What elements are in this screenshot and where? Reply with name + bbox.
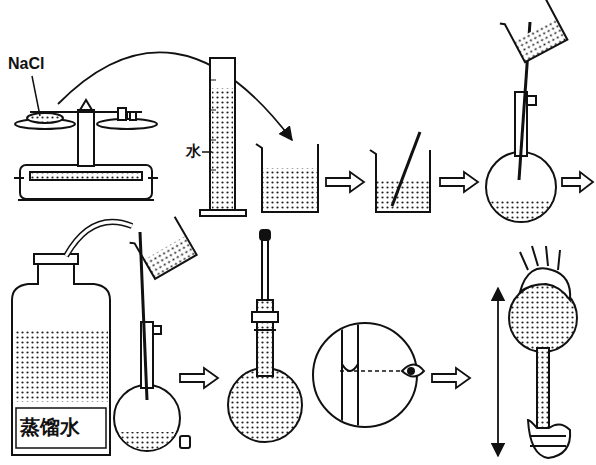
graduated-cylinder: [210, 110, 216, 111]
magnified-view: [408, 368, 414, 374]
beaker: [256, 144, 318, 212]
graduated-cylinder: [212, 88, 233, 209]
transfer-arrow: [58, 52, 292, 140]
graduated-cylinder: [210, 80, 216, 81]
step-arrow: [432, 368, 470, 388]
volumetric-flask: [228, 230, 302, 442]
beaker: [262, 168, 318, 212]
inverting-flask: [530, 435, 566, 437]
volumetric-flask: [130, 217, 197, 281]
reagent-label: NaCl: [8, 55, 44, 73]
volumetric-flask: [262, 236, 268, 306]
volumetric-flask: [110, 217, 197, 462]
volumetric-flask: [153, 326, 161, 334]
volumetric-flask: [228, 368, 302, 442]
balance: [27, 113, 63, 123]
magnified-view: [313, 323, 417, 427]
magnified-view: [340, 320, 400, 430]
volumetric-flask: [180, 436, 190, 448]
magnified-view: [357, 320, 359, 430]
wash-bottle: [14, 330, 108, 402]
volumetric-flask: [252, 312, 278, 322]
beaker: [256, 144, 318, 212]
volumetric-flask: [500, 0, 568, 64]
inverting-flask: [520, 268, 570, 300]
wash-bottle: [66, 222, 132, 256]
inverting-flask: [537, 348, 549, 434]
liquid-label: 水: [186, 143, 201, 160]
inverting-flask: [520, 246, 560, 270]
magnified-view: [341, 320, 343, 430]
balance: [18, 199, 154, 201]
graduated-cylinder: [210, 140, 216, 141]
balance: [14, 100, 158, 200]
wash-bottle: [12, 262, 110, 455]
leader-line: [32, 76, 40, 116]
volumetric-flask: [110, 432, 190, 462]
graduated-cylinder: [210, 170, 216, 171]
leader-line: [202, 151, 212, 153]
shake-arrow: [497, 288, 499, 456]
step-arrow: [440, 172, 478, 192]
volumetric-flask: [484, 200, 564, 230]
volumetric-flask: [500, 0, 568, 64]
beaker-stirring: [376, 180, 430, 212]
step-arrow: [326, 172, 364, 192]
wash-bottle: [16, 408, 106, 448]
magnified-view: [402, 365, 424, 377]
inverting-flask: [528, 420, 570, 458]
balance: [148, 177, 158, 179]
volumetric-flask: [254, 329, 276, 331]
beaker-stirring: [392, 132, 420, 206]
magnified-view: [340, 370, 400, 372]
step-arrow: [180, 172, 593, 388]
volumetric-flask: [527, 96, 536, 105]
balance: [14, 177, 24, 179]
bottle-label: 蒸馏水: [20, 416, 80, 438]
wash-bottle: [34, 254, 78, 264]
balance: [78, 110, 94, 166]
wash-bottle: [66, 222, 132, 256]
balance: [130, 112, 136, 120]
volumetric-flask: [260, 230, 270, 240]
balance: [118, 108, 126, 120]
step-arrow: [180, 368, 218, 388]
volumetric-flask: [484, 0, 567, 230]
graduated-cylinder: [200, 58, 246, 216]
magnified-view: [342, 364, 358, 371]
beaker-stirring: [370, 132, 430, 212]
graduated-cylinder: [200, 210, 246, 216]
magnified-view: [313, 320, 424, 430]
balance: [80, 100, 92, 110]
balance: [30, 172, 142, 180]
graduated-cylinder: [210, 58, 235, 210]
inverting-flask: [530, 445, 566, 447]
volumetric-flask: [130, 217, 197, 281]
balance: [20, 165, 152, 199]
inverting-flask: [509, 246, 577, 458]
step-arrow: [562, 172, 593, 192]
